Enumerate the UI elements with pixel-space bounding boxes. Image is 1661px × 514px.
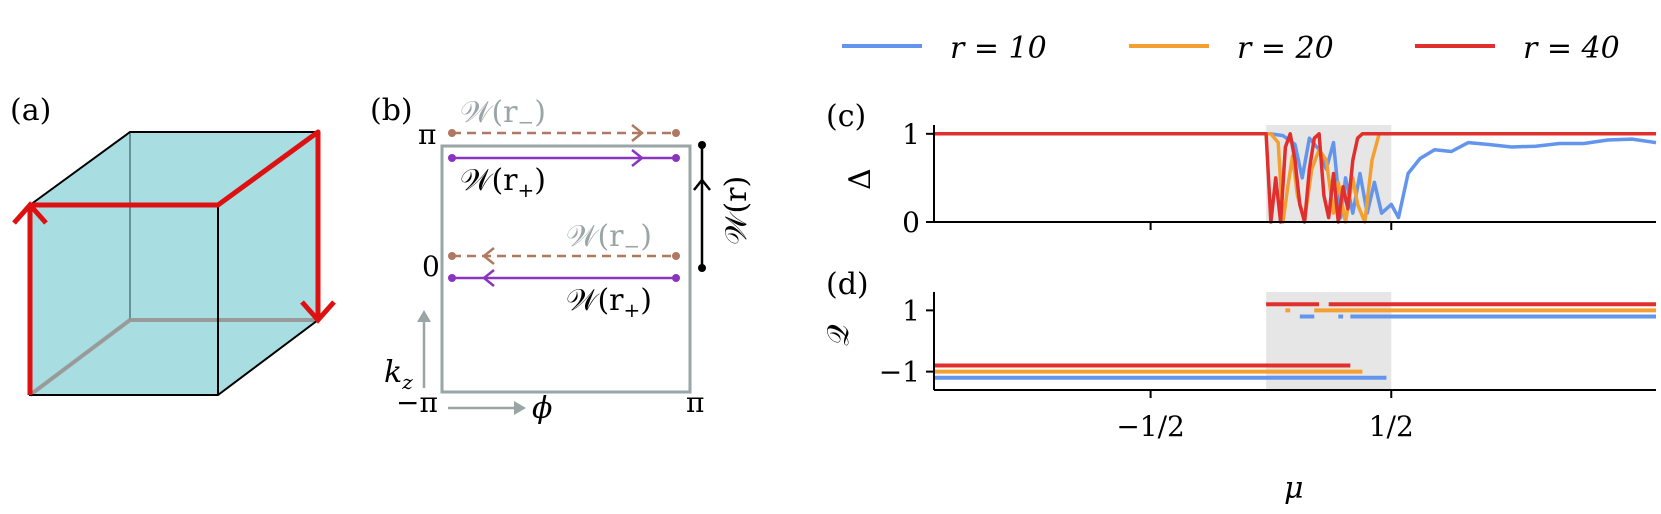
arrow-right-icon <box>631 124 645 142</box>
b-xtick-pi: π <box>686 386 704 419</box>
c-y-ticks: 01 <box>902 118 934 239</box>
cube-face-top <box>30 132 318 205</box>
d-y-axis-label: 𝒬 <box>821 324 856 346</box>
c-series-group <box>934 132 1657 224</box>
d-series-group <box>934 302 1656 380</box>
d-y-tick-label: 1 <box>902 294 920 327</box>
panel-a-label: (a) <box>10 93 51 128</box>
w-r-vertical-end <box>698 264 706 272</box>
legend-label-r40: r = 40 <box>1523 31 1620 66</box>
c-y-tick-label: 1 <box>902 118 920 151</box>
panel-a: (a) <box>10 93 336 397</box>
arrow-left-icon <box>481 269 495 287</box>
panel-d-label: (d) <box>826 267 869 302</box>
w-r-plus-top-start <box>448 154 456 162</box>
w-r-minus-top-label: 𝒲(r−) <box>460 95 546 134</box>
arrow-left-icon <box>481 247 495 265</box>
b-ytick-zero: 0 <box>422 250 440 283</box>
w-r-minus-mid-start <box>448 252 456 260</box>
w-r-plus-mid-end <box>672 274 680 282</box>
arrow-head-up-icon <box>12 201 48 225</box>
legend-label-r20: r = 20 <box>1237 31 1334 66</box>
legend-label-r10: r = 10 <box>950 31 1047 66</box>
b-ytick-pi: π <box>418 118 436 151</box>
arrow-right-icon <box>631 149 645 167</box>
panel-c: (c) 01 Δ <box>826 99 1657 239</box>
c-series-r10-line <box>934 132 1657 220</box>
d-x-ticks <box>1149 390 1393 398</box>
w-r-vertical-start <box>698 141 706 149</box>
d-x-tick-label: 1/2 <box>1369 410 1414 443</box>
w-r-minus-mid-end <box>672 252 680 260</box>
cube-red-path <box>27 129 321 395</box>
cube-hidden-edge-gray-bottom <box>28 318 132 397</box>
c-y-axis-label: Δ <box>843 168 878 190</box>
panel-b-label: (b) <box>370 93 413 128</box>
phi-axis-label: ϕ <box>532 391 552 426</box>
c-x-ticks <box>1149 222 1393 230</box>
arrow-head-down-icon <box>300 300 336 324</box>
kz-axis-label: kz <box>384 355 413 394</box>
cube-face-right <box>218 132 318 395</box>
w-r-minus-top-end <box>672 129 680 137</box>
bz-box <box>440 144 692 394</box>
panel-d: (d) −1 1 −1/2 1/2 𝒬 μ <box>821 267 1656 506</box>
d-shaded-region <box>1266 292 1392 390</box>
panel-c-label: (c) <box>826 99 866 134</box>
w-r-minus-top-start <box>448 129 456 137</box>
w-r-plus-mid-label: 𝒲(r+) <box>566 283 652 322</box>
c-series-r40-line <box>934 132 1656 224</box>
d-y-tick-label: −1 <box>879 356 920 389</box>
arrow-up-icon <box>693 177 711 191</box>
w-r-plus-top-label: 𝒲(r+) <box>460 163 546 202</box>
w-r-minus-mid-label: 𝒲(r−) <box>566 219 652 258</box>
w-r-plus-mid-start <box>448 274 456 282</box>
mu-axis-label: μ <box>1284 471 1304 506</box>
d-y-ticks: −1 1 <box>879 294 934 389</box>
d-x-tick-labels: −1/2 1/2 <box>1116 410 1413 443</box>
arrow-up-icon <box>417 310 431 322</box>
panel-b: (b) π 0 −π π 𝒲(r−) 𝒲(r+) 𝒲(r−) <box>370 93 754 426</box>
w-r-plus-top-end <box>672 154 680 162</box>
w-r-vertical-label: 𝒲(r) <box>719 176 754 245</box>
arrow-right-icon <box>514 401 526 415</box>
d-x-tick-label: −1/2 <box>1116 410 1185 443</box>
b-ytick-minus-pi: −π <box>396 386 438 419</box>
legend: r = 10 r = 20 r = 40 <box>842 31 1620 66</box>
c-y-tick-label: 0 <box>902 206 920 239</box>
cube-face-front <box>30 205 218 395</box>
